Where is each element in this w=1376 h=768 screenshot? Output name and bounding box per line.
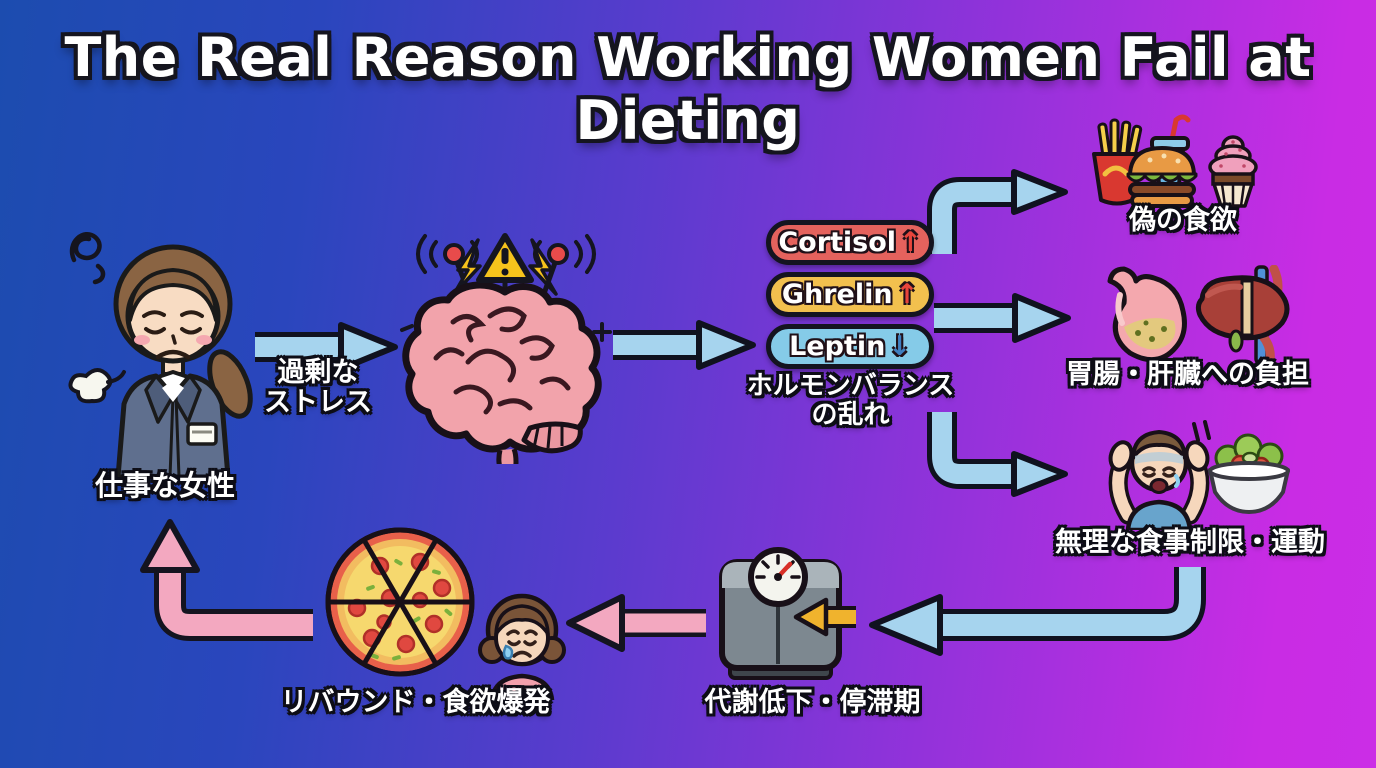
hormone-label-line2: の乱れ [811, 400, 890, 431]
stress-line1: 過剰な [277, 357, 359, 388]
pill-cortisol-name: Cortisol [778, 227, 897, 258]
stress-scribble-icon [69, 232, 106, 285]
pizza-icon [325, 527, 475, 677]
arrow-branch-middle-icon [934, 293, 1071, 343]
arrow-stress-right-icon [255, 322, 398, 372]
metabolic-slowdown-label: 代謝低下・停滞期 [704, 687, 921, 718]
hormone-label-line1: ホルモンバランス [746, 371, 955, 401]
arrow-weight-plateau-icon [793, 597, 856, 637]
hormone-pill-list: Cortisol ↑ Ghrelin ↑ Leptin ↓ [766, 220, 934, 369]
arrow-branch-top-icon [927, 169, 1068, 254]
bathroom-scale-icon [719, 547, 842, 680]
crying-girl-icon [478, 593, 566, 700]
stress-line2: ストレス [264, 387, 372, 419]
up-arrow-icon: ↑ [895, 279, 919, 310]
stomach-icon [1107, 266, 1187, 363]
pill-ghrelin-name: Ghrelin [781, 279, 893, 310]
junk-food-group-icon [1092, 114, 1258, 208]
salad-bowl-icon [1208, 433, 1290, 514]
rebound-label: リバウンド・食欲爆発 [280, 687, 551, 718]
green-pepper-toppings [366, 559, 453, 661]
up-arrow-icon: ↑ [899, 227, 922, 258]
false-appetite-label: 偽の食欲 [1129, 205, 1237, 236]
exhausted-person-salad-group-icon [1108, 420, 1290, 530]
arrow-branch-bottom-icon [927, 412, 1068, 497]
pill-ghrelin: Ghrelin ↑ [766, 272, 934, 317]
cupcake-icon [1208, 135, 1258, 208]
warning-triangle-icon [476, 233, 534, 283]
pill-leptin-name: Leptin [789, 331, 886, 362]
down-arrow-icon: ↓ [888, 331, 911, 362]
sigh-puff-icon [68, 368, 126, 404]
overloaded-brain-alert-icon [400, 233, 612, 464]
stomach-liver-group-icon [1107, 265, 1290, 365]
stressed-office-woman-icon [68, 232, 253, 480]
page-title: The Real Reason Working Women Fail at Di… [64, 26, 1312, 152]
pill-leptin: Leptin ↓ [766, 324, 934, 369]
arrow-scale-to-rebound-icon [566, 594, 706, 652]
extreme-restriction-label: 無理な食事制限・運動 [1055, 527, 1325, 558]
pill-cortisol: Cortisol ↑ [766, 220, 934, 265]
exhausted-person-icon [1108, 420, 1211, 530]
burger-icon [1126, 146, 1198, 208]
arrow-rebound-to-worker-icon [140, 519, 313, 641]
stress-arrow-label: 過剰な ストレス [243, 357, 393, 419]
organ-burden-label: 胃腸・肝臓への負担 [1066, 359, 1309, 390]
arrow-restriction-to-scale-icon [869, 567, 1206, 656]
hormone-balance-label: ホルモンバランス の乱れ [728, 371, 973, 431]
liver-icon [1195, 265, 1290, 365]
arrow-brain-to-hormones-icon [613, 320, 756, 370]
worker-label: 仕事な女性 [94, 469, 235, 502]
lightning-bolt-right-icon [528, 238, 558, 296]
